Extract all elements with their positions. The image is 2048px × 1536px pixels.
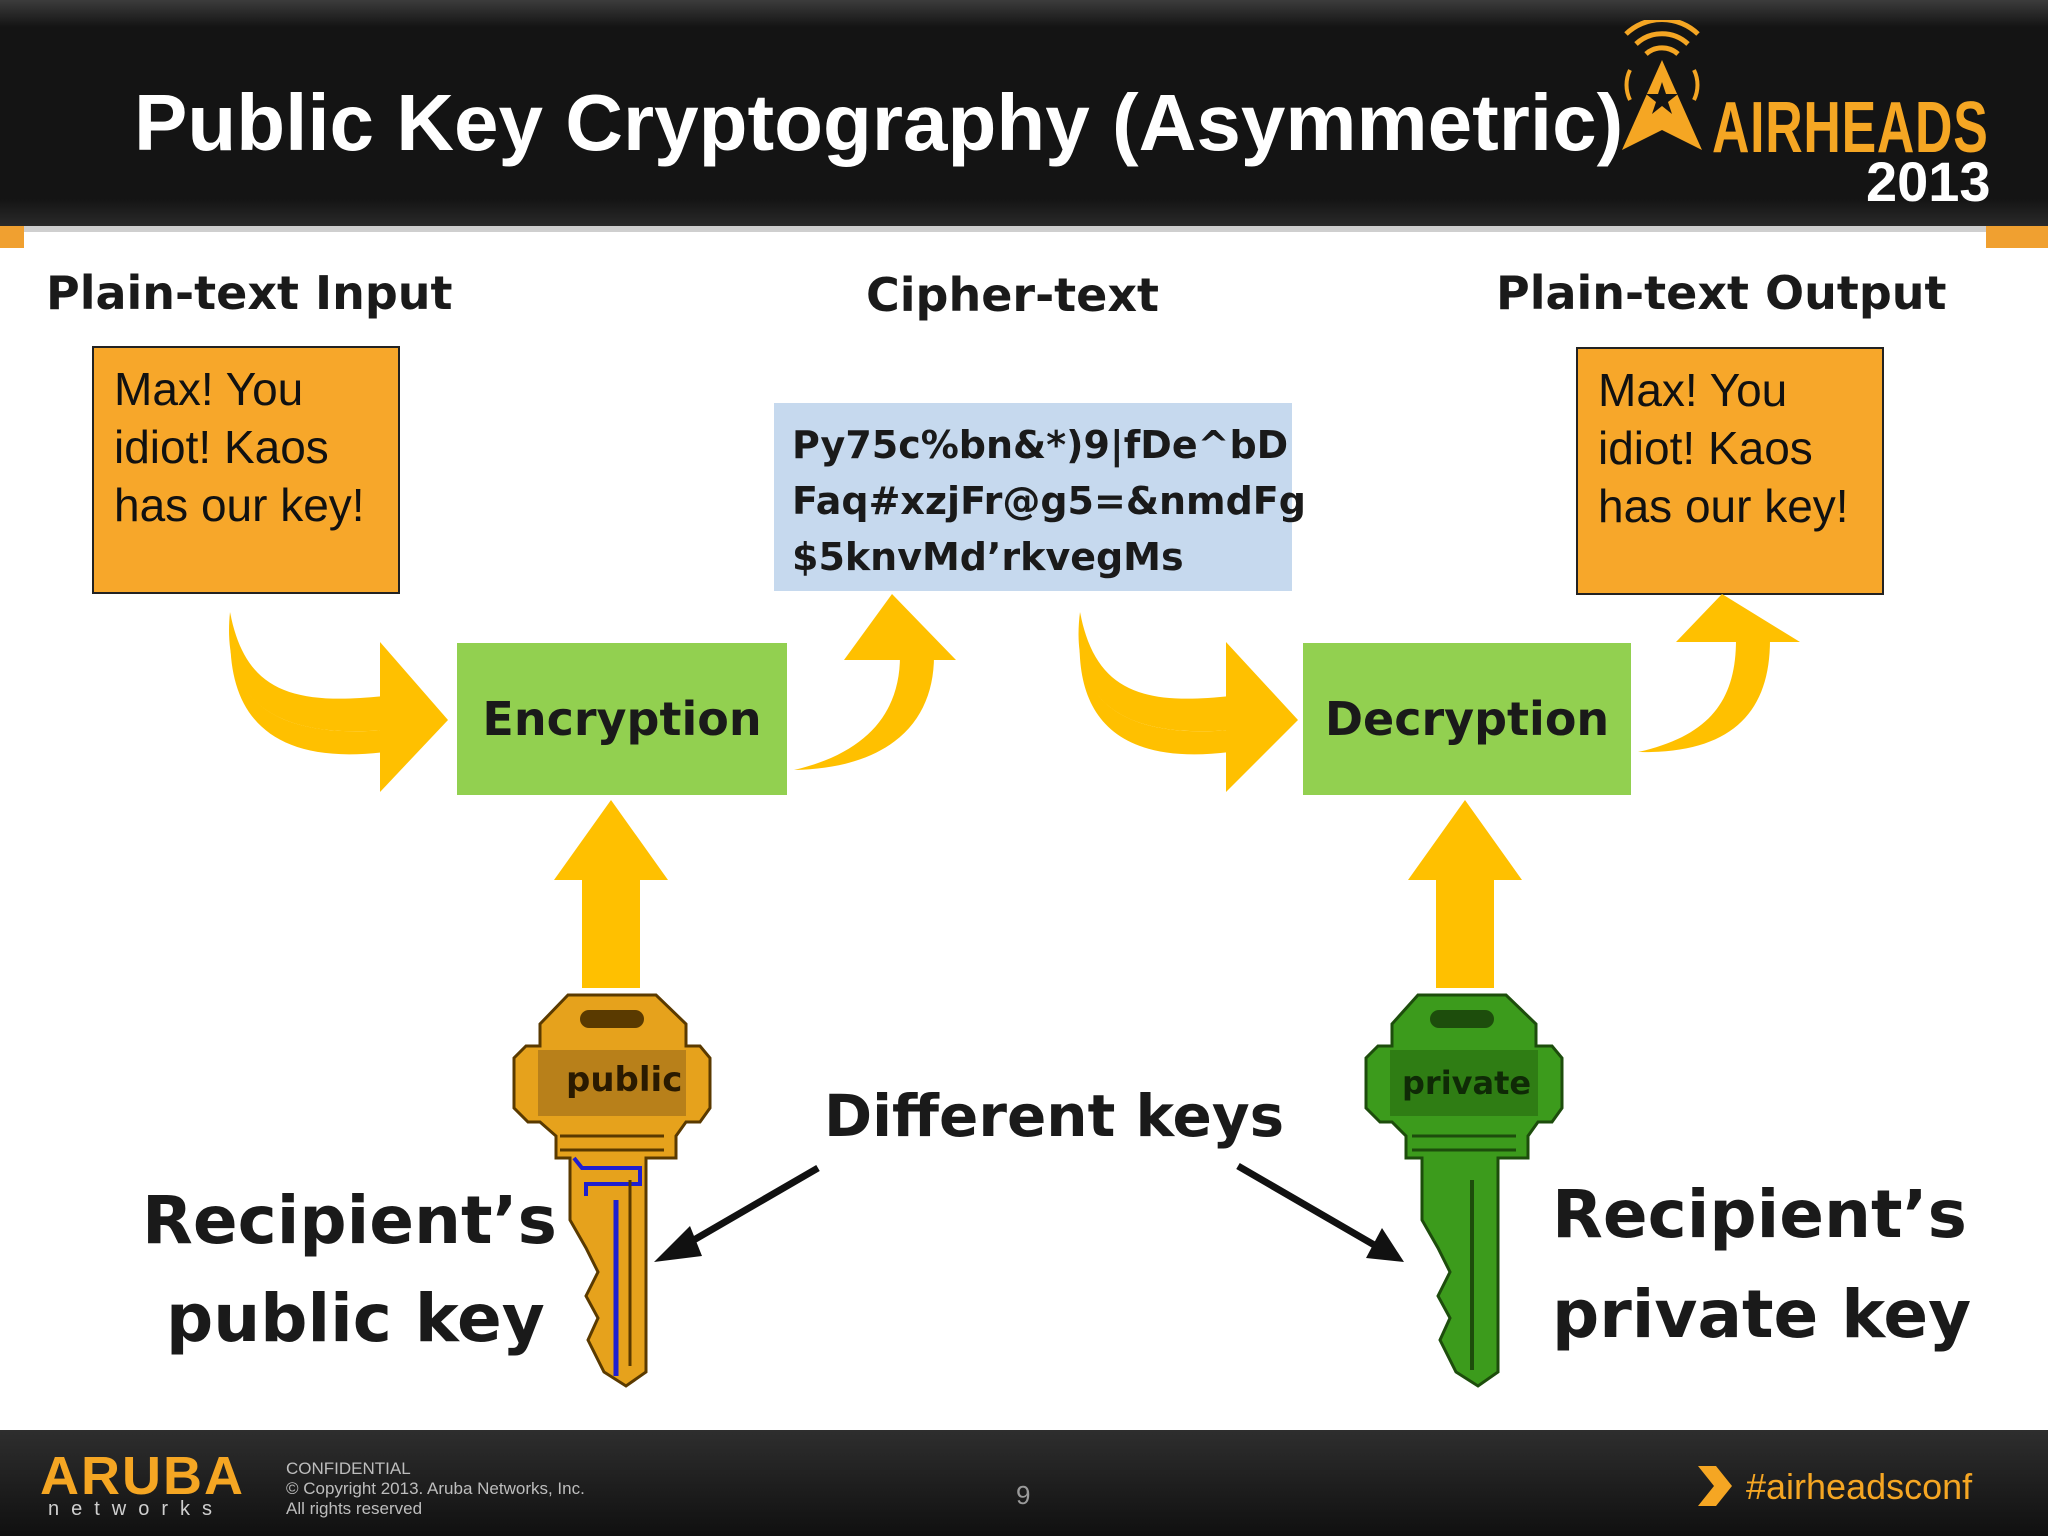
- public-key-tag: public: [566, 1060, 683, 1100]
- airheads-logo-icon: [1622, 20, 1702, 150]
- public-key-caption-line1: Recipient’s: [142, 1182, 557, 1259]
- header-accent-left: [0, 226, 24, 248]
- arrow-input-to-encryption-icon: [229, 612, 448, 792]
- chevron-right-icon: [1698, 1466, 1732, 1506]
- private-key-caption-line1: Recipient’s: [1552, 1176, 1967, 1253]
- encryption-box: Encryption: [457, 643, 787, 795]
- header-divider: [24, 226, 1986, 232]
- copyright-text: © Copyright 2013. Aruba Networks, Inc.: [286, 1479, 585, 1498]
- decryption-box: Decryption: [1303, 643, 1631, 795]
- output-label: Plain-text Output: [1496, 266, 1947, 320]
- header-accent-right: [1986, 226, 2048, 248]
- slide-header: [0, 0, 2048, 226]
- arrow-private-key-up-icon: [1408, 800, 1522, 988]
- different-keys-label: Different keys: [824, 1082, 1285, 1150]
- aruba-logo-subtitle: networks: [48, 1498, 225, 1520]
- rights-text: All rights reserved: [286, 1499, 423, 1518]
- slide-title: Public Key Cryptography (Asymmetric): [134, 78, 1624, 167]
- pointer-arrow-right-icon: [1236, 1162, 1404, 1262]
- plaintext-output-box: Max! You idiot! Kaos has our key!: [1576, 347, 1884, 595]
- private-key-tag: private: [1402, 1064, 1532, 1102]
- page-number: 9: [1016, 1480, 1031, 1510]
- ciphertext-box: Py75c%bn&*)9|fDe^bD Faq#xzjFr@g5=&nmdFg …: [774, 403, 1306, 591]
- plaintext-input-box: Max! You idiot! Kaos has our key!: [92, 346, 400, 594]
- aruba-logo: ARUBA: [40, 1446, 245, 1506]
- brand-name: AIRHEADS: [1712, 88, 1989, 168]
- arrow-decryption-to-output-icon: [1638, 594, 1800, 753]
- arrow-cipher-to-decryption-icon: [1078, 612, 1298, 792]
- public-key-caption-line2: public key: [166, 1280, 545, 1357]
- private-key-caption-line2: private key: [1552, 1276, 1972, 1353]
- public-key-icon: [512, 993, 712, 1388]
- private-key-icon: [1364, 993, 1564, 1388]
- slide-footer: [0, 1430, 2048, 1536]
- cipher-label: Cipher-text: [866, 268, 1160, 322]
- pointer-arrow-left-icon: [654, 1164, 820, 1262]
- arrow-public-key-up-icon: [554, 800, 668, 988]
- hashtag-label: #airheadsconf: [1746, 1466, 1973, 1507]
- brand-year: 2013: [1866, 150, 1991, 213]
- arrow-encryption-to-cipher-icon: [794, 594, 956, 770]
- input-label: Plain-text Input: [46, 266, 453, 320]
- confidential-label: CONFIDENTIAL: [286, 1459, 411, 1478]
